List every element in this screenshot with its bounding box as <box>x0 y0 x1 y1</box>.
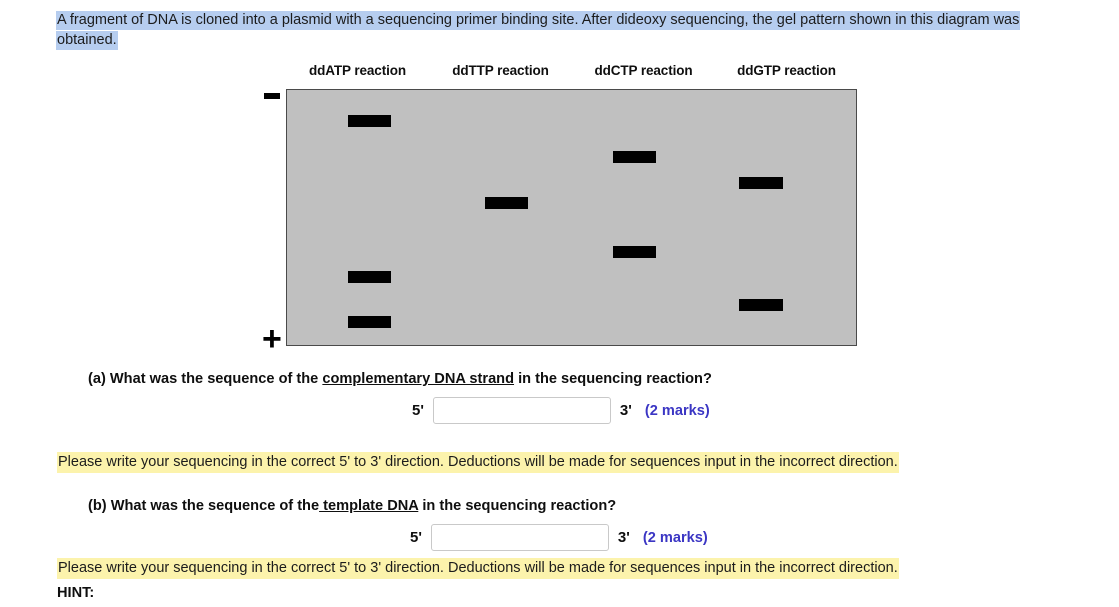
question-b-answer-row: 5' 3' (2 marks) <box>410 524 708 551</box>
three-prime-label-b: 3' <box>617 529 630 546</box>
lane-header-ddctp: ddCTP reaction <box>594 63 693 78</box>
marks-badge-b: (2 marks) <box>642 529 708 546</box>
three-prime-label-a: 3' <box>619 402 632 419</box>
intro-text: A fragment of DNA is cloned into a plasm… <box>56 11 1021 50</box>
gel-band-ddttp-3 <box>485 197 528 209</box>
gel-plate <box>286 89 857 346</box>
gel-band-ddatp-2 <box>348 316 391 328</box>
positive-electrode-icon: + <box>262 320 282 358</box>
direction-note-b: Please write your sequencing in the corr… <box>57 558 899 579</box>
lane-header-ddgtp: ddGTP reaction <box>737 63 836 78</box>
sequence-input-b[interactable] <box>430 524 609 551</box>
marks-badge-a: (2 marks) <box>644 402 710 419</box>
direction-note-a: Please write your sequencing in the corr… <box>57 452 899 473</box>
sequencing-gel-figure: ddATP reaction ddTTP reaction ddCTP reac… <box>0 60 1119 360</box>
hint-label: HINT: <box>57 585 95 601</box>
gel-band-ddctp-5 <box>613 246 656 258</box>
direction-note-a-text: Please write your sequencing in the corr… <box>57 452 899 473</box>
gel-lane-headers: ddATP reaction ddTTP reaction ddCTP reac… <box>286 63 858 83</box>
lane-header-ddttp: ddTTP reaction <box>452 63 549 78</box>
gel-band-ddgtp-6 <box>739 177 783 189</box>
five-prime-label-b: 5' <box>410 529 422 546</box>
question-b-emphasis: template DNA <box>319 498 419 514</box>
question-b-tail: in the sequencing reaction? <box>418 498 617 514</box>
intro-paragraph: A fragment of DNA is cloned into a plasm… <box>56 11 1052 50</box>
question-a-tail: in the sequencing reaction? <box>514 371 712 387</box>
question-a-answer-row: 5' 3' (2 marks) <box>412 397 710 424</box>
question-a-emphasis: complementary DNA strand <box>322 371 515 387</box>
question-b-label: (b) What was the sequence of the <box>88 498 320 514</box>
gel-band-ddatp-0 <box>348 115 391 127</box>
question-a-text: (a) What was the sequence of the complem… <box>88 371 712 387</box>
sequence-input-a[interactable] <box>432 397 611 424</box>
direction-note-b-text: Please write your sequencing in the corr… <box>57 558 899 579</box>
negative-electrode-icon <box>264 93 280 99</box>
question-b-text: (b) What was the sequence of the templat… <box>88 498 616 514</box>
gel-band-ddctp-4 <box>613 151 656 163</box>
question-a-label: (a) What was the sequence of the <box>88 371 323 387</box>
gel-band-ddatp-1 <box>348 271 391 283</box>
five-prime-label-a: 5' <box>412 402 424 419</box>
lane-header-ddatp: ddATP reaction <box>308 63 407 78</box>
gel-band-ddgtp-7 <box>739 299 783 311</box>
